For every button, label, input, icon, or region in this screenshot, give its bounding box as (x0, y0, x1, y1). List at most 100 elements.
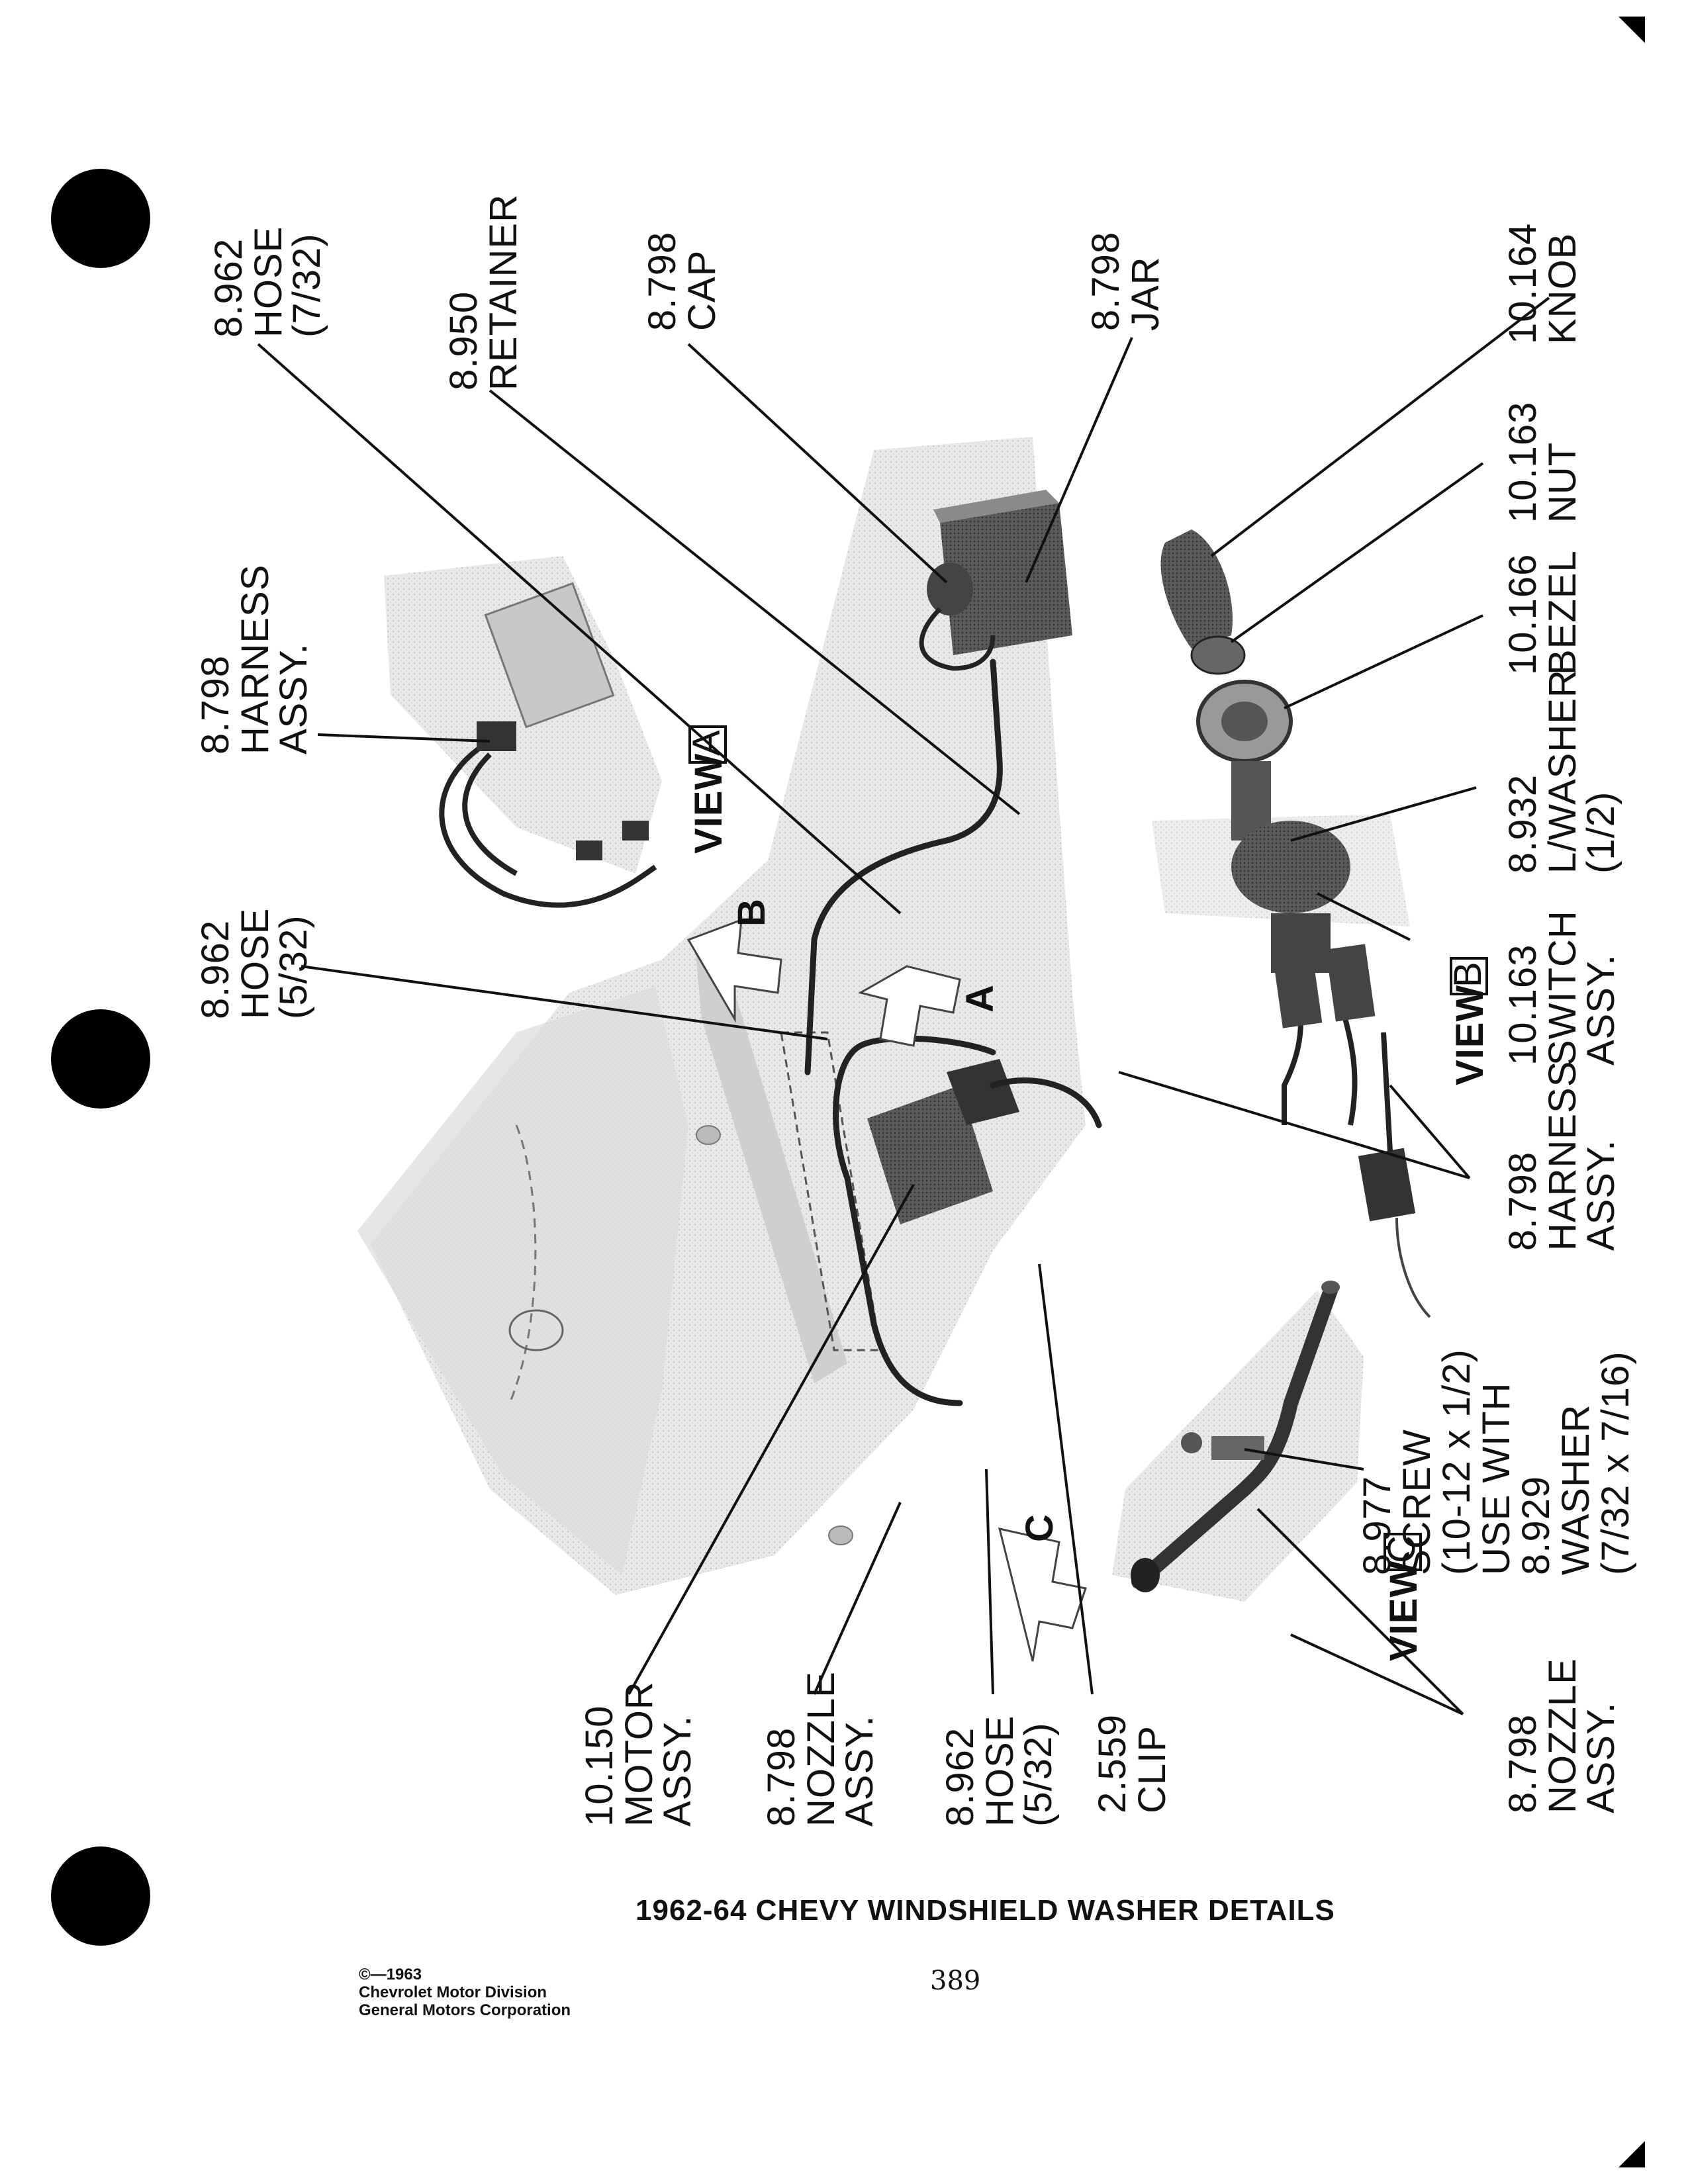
view-b-letter: B (1446, 961, 1489, 987)
page-number: 389 (930, 1966, 981, 1996)
callout-jar-num: 8.798 (1084, 232, 1127, 331)
callout-nozzle-c: 8.798 NOZZLE ASSY. (1501, 1658, 1622, 1813)
callout-nozzle-c-num: 8.798 (1501, 1714, 1544, 1813)
callout-nozzle: 8.798 NOZZLE ASSY. (760, 1671, 881, 1827)
callout-hose-5-32-mid-num: 8.962 (194, 920, 237, 1019)
corner-mark-bottom (1618, 2141, 1645, 2167)
view-a-prefix: VIEW (687, 753, 730, 854)
callout-harness-b-name: HARNESS (1541, 1061, 1584, 1251)
callout-washer-name: WASHER (1554, 1404, 1597, 1575)
callout-retainer-num: 8.950 (442, 291, 485, 390)
view-arrow-c-label: C (1018, 1514, 1061, 1542)
cowl-panel (357, 437, 1086, 1595)
callout-clip-name: CLIP (1131, 1725, 1174, 1813)
callout-harness-a: 8.798 HARNESS ASSY. (194, 565, 315, 754)
callout-nozzle-name: NOZZLE (800, 1671, 843, 1827)
view-arrow-a: A (858, 965, 1002, 1047)
view-c-label: VIEW C (1380, 1533, 1425, 1661)
callout-hose-5-32-bottom-name: HOSE (978, 1715, 1021, 1827)
callout-jar-name: JAR (1124, 256, 1167, 331)
view-a-inset (384, 556, 662, 908)
copyright-notice: ©—1963 Chevrolet Motor Division General … (359, 1966, 571, 2019)
view-arrow-c: C (998, 1514, 1087, 1662)
callout-knob: 10.164 KNOB (1501, 223, 1584, 344)
callout-harness-b-num: 8.798 (1501, 1152, 1544, 1251)
callout-clip-num: 2.559 (1091, 1714, 1134, 1813)
callout-harness-a-num: 8.798 (194, 655, 237, 754)
view-c-prefix: VIEW (1382, 1561, 1425, 1661)
callout-knob-num: 10.164 (1501, 223, 1544, 344)
callout-motor: 10.150 MOTOR ASSY. (578, 1681, 699, 1827)
callout-switch: 10.163 SWITCH ASSY. (1501, 910, 1622, 1066)
callout-hose-7-32-top: 8.962 HOSE (7/32) (207, 226, 328, 338)
callout-screw-name: SCREW (1395, 1429, 1438, 1575)
page-title: 1962-64 CHEVY WINDSHIELD WASHER DETAILS (635, 1894, 1335, 1927)
callout-nut-num: 10.163 (1501, 402, 1544, 523)
callout-harness-a-name: HARNESS (234, 565, 277, 754)
callout-screw-num: 8.977 (1356, 1476, 1399, 1575)
callout-hose-5-32-bottom: 8.962 HOSE (5/32) (939, 1715, 1060, 1827)
callout-jar: 8.798 JAR (1084, 232, 1167, 331)
callout-nut: 10.163 NUT (1501, 402, 1584, 523)
copyright-line-1: ©—1963 (359, 1966, 422, 1983)
callout-screw-size: (10-12 x 1/2) (1435, 1349, 1478, 1575)
callout-lock-washer-name: L/WASHER (1541, 669, 1584, 874)
view-c-nozzle-detail (1112, 1281, 1364, 1602)
callout-hose-7-32-top-num: 8.962 (207, 238, 250, 338)
view-c-letter: C (1380, 1535, 1423, 1563)
callout-motor-name: MOTOR (618, 1681, 661, 1827)
callout-hose-5-32-mid: 8.962 HOSE (5/32) (194, 908, 315, 1019)
binder-hole-top (51, 169, 150, 268)
callout-retainer-name: RETAINER (482, 194, 525, 390)
callout-bezel: 10.166 BEZEL (1501, 550, 1584, 675)
callout-nut-name: NUT (1541, 442, 1584, 523)
callout-nozzle-num: 8.798 (760, 1727, 803, 1827)
callout-lock-washer-size: (1/2) (1579, 792, 1622, 874)
view-arrow-a-label: A (959, 984, 1002, 1013)
copyright-line-3: General Motors Corporation (359, 2001, 571, 2019)
binder-hole-middle (51, 1009, 150, 1109)
callout-nozzle-c-suffix: ASSY. (1579, 1702, 1622, 1813)
callout-knob-name: KNOB (1541, 233, 1584, 344)
callout-harness-a-suffix: ASSY. (272, 643, 315, 754)
callout-lock-washer: 8.932 L/WASHER (1/2) (1501, 669, 1622, 874)
callout-cap-num: 8.798 (641, 232, 684, 331)
callout-bezel-name: BEZEL (1541, 550, 1584, 675)
corner-mark-top (1618, 17, 1645, 43)
callout-washer-num: 8.929 (1515, 1476, 1558, 1575)
callout-hose-5-32-mid-name: HOSE (234, 908, 277, 1019)
leader-lines (257, 296, 1550, 1715)
binder-hole-bottom (51, 1846, 150, 1946)
callout-hose-5-32-mid-size: (5/32) (272, 915, 315, 1019)
callout-bezel-num: 10.166 (1501, 554, 1544, 675)
callout-nozzle-suffix: ASSY. (838, 1715, 881, 1827)
callout-cap-name: CAP (680, 250, 724, 331)
callout-switch-name: SWITCH (1541, 910, 1584, 1066)
callout-hose-5-32-bottom-num: 8.962 (939, 1727, 982, 1827)
callout-hose-5-32-bottom-size: (5/32) (1017, 1722, 1060, 1827)
callout-cap: 8.798 CAP (641, 232, 724, 331)
callout-screw: 8.977 SCREW (10-12 x 1/2) USE WITH 8.929… (1356, 1349, 1637, 1575)
callout-nozzle-c-name: NOZZLE (1541, 1658, 1584, 1813)
view-b-switch-assembly (1152, 529, 1431, 1318)
washer-hoses (804, 659, 1102, 1406)
callout-hose-7-32-top-size: (7/32) (285, 233, 328, 338)
callout-harness-b-suffix: ASSY. (1579, 1140, 1622, 1251)
view-b-prefix: VIEW (1448, 985, 1491, 1085)
callout-clip: 2.559 CLIP (1091, 1714, 1174, 1813)
callout-lock-washer-num: 8.932 (1501, 774, 1544, 874)
view-arrow-b-label: B (730, 898, 773, 927)
callout-motor-num: 10.150 (578, 1706, 621, 1827)
callout-switch-suffix: ASSY. (1579, 954, 1622, 1066)
callout-retainer: 8.950 RETAINER (442, 194, 525, 390)
callout-switch-num: 10.163 (1501, 944, 1544, 1066)
view-arrow-b: B (686, 898, 782, 1023)
callout-washer-size: (7/32 x 7/16) (1594, 1351, 1637, 1575)
copyright-line-2: Chevrolet Motor Division (359, 1983, 547, 2001)
view-a-label: VIEW A (685, 725, 730, 854)
callout-screw-use-with: USE WITH (1475, 1382, 1518, 1575)
callout-harness-b: 8.798 HARNESS ASSY. (1501, 1061, 1622, 1251)
callout-hose-7-32-top-name: HOSE (247, 226, 290, 338)
view-b-label: VIEW B (1446, 957, 1491, 1085)
